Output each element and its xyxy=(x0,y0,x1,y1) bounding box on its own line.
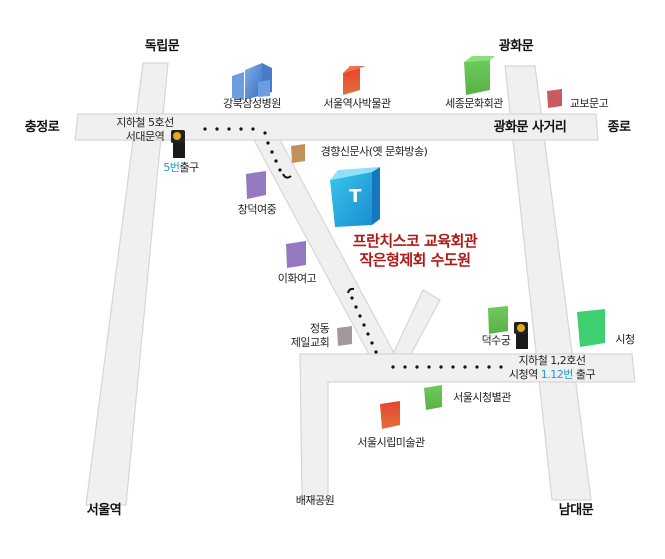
building-kangbuk-samsung-icon xyxy=(232,63,272,100)
subway-west-exit: 5번출구 xyxy=(163,161,199,175)
label-changdeok-school: 창덕여중 xyxy=(237,203,277,216)
road-chungjeongro-jongro xyxy=(74,113,599,141)
building-ewha-school-icon xyxy=(286,241,306,268)
building-city-hall-annex-icon xyxy=(424,385,442,410)
building-city-hall-icon xyxy=(577,309,605,347)
route-arrow-down-icon xyxy=(282,173,292,179)
road-v-branch xyxy=(391,289,441,357)
label-namdaemun: 남대문 xyxy=(558,503,594,518)
destination-line1: 프란치스코 교육회관 xyxy=(352,232,478,250)
label-jeongdong-church: 정동 제일교회 xyxy=(290,322,330,349)
destination-building-icon xyxy=(330,167,380,227)
road-west-vertical xyxy=(85,62,169,506)
label-ewha-school: 이화여고 xyxy=(277,272,317,285)
label-history-museum: 서울역사박물관 xyxy=(323,97,391,110)
subway-east-label: 지하철 1,2호선 시청역 1.12번 출구 xyxy=(508,354,596,382)
walking-route-west xyxy=(203,127,282,172)
subway-east-exit-suffix: 출구 xyxy=(575,368,596,381)
walking-route-east xyxy=(350,296,503,369)
building-art-museum-icon xyxy=(380,401,400,429)
subway-exit-east-icon xyxy=(514,322,528,349)
label-dongnimmun: 독립문 xyxy=(144,39,180,54)
road-bottom-horizontal xyxy=(299,353,636,501)
label-gwanghwamun-intersection: 광화문 사거리 xyxy=(493,120,567,135)
subway-east-exit-number: 1.12번 xyxy=(540,368,574,381)
subway-west-exit-number: 5번 xyxy=(163,161,180,174)
building-history-museum-icon xyxy=(343,66,366,95)
subway-west-label: 지하철 5호선 서대문역 xyxy=(116,116,174,144)
label-jongro: 종로 xyxy=(607,120,631,135)
building-deoksugung-icon xyxy=(488,306,508,334)
label-baejae-park: 배재공원 xyxy=(295,494,335,507)
subway-west-line: 지하철 5호선 xyxy=(116,116,174,129)
label-seoul-station: 서울역 xyxy=(86,503,122,518)
building-changdeok-school-icon xyxy=(246,171,266,199)
label-city-hall-annex: 서울시청별관 xyxy=(453,391,511,404)
destination-title: 프란치스코 교육회관 작은형제회 수도원 xyxy=(352,232,478,270)
label-kangbuk-samsung: 강북삼성병원 xyxy=(223,97,281,110)
label-city-hall: 시청 xyxy=(615,333,635,346)
label-kyobo: 교보문고 xyxy=(569,97,609,110)
label-gwanghwamun: 광화문 xyxy=(498,39,534,54)
building-kyunghyang-icon xyxy=(291,144,305,163)
building-sejong-center-icon xyxy=(464,56,495,95)
building-kyobo-icon xyxy=(547,89,562,108)
subway-exit-west-icon xyxy=(171,130,185,158)
route-arrow-up-icon xyxy=(347,287,355,294)
label-chungjeongro: 충정로 xyxy=(24,120,60,135)
subway-east-line: 지하철 1,2호선 xyxy=(518,354,586,367)
subway-west-exit-suffix: 출구 xyxy=(179,161,199,174)
destination-line2: 작은형제회 수도원 xyxy=(359,251,471,269)
subway-east-station: 시청역 xyxy=(508,368,538,381)
label-sejong-center: 세종문화회관 xyxy=(445,97,503,110)
label-deoksugung: 덕수궁 xyxy=(481,334,511,347)
subway-west-station: 서대문역 xyxy=(125,130,165,143)
label-art-museum: 서울시립미술관 xyxy=(357,436,425,449)
building-jeongdong-church-icon xyxy=(337,326,352,346)
label-kyunghyang: 경향신문사(옛 문화방송) xyxy=(320,145,428,158)
destination-logo: T xyxy=(349,186,361,207)
